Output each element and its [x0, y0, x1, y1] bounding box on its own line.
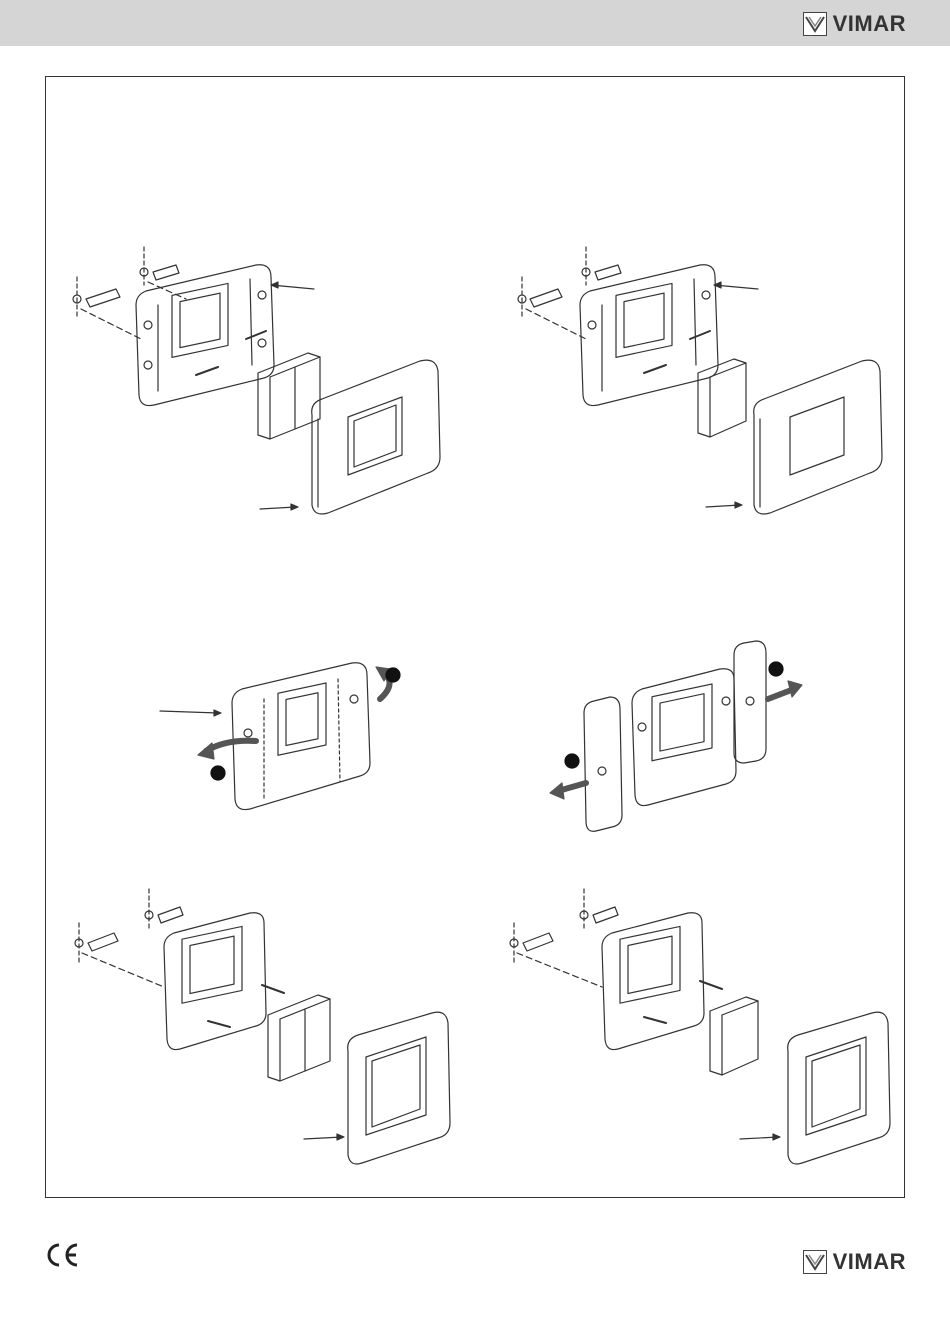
pull-arrow-icon — [550, 681, 802, 799]
instruction-frame — [45, 76, 905, 1198]
callout-arrow-icon — [706, 282, 758, 508]
vimar-v-logo-icon — [803, 1250, 827, 1274]
callout-dot — [211, 766, 225, 780]
cover-plate-icon — [788, 1012, 890, 1164]
brand-name: VIMAR — [833, 1251, 906, 1273]
step-break-off-side-wings — [160, 663, 400, 810]
mounting-frame-icon — [232, 663, 370, 810]
side-wing-right-icon — [734, 641, 766, 763]
mounting-frame-icon — [164, 913, 266, 1050]
callout-arrow-icon — [260, 282, 314, 510]
switch-module-icon — [698, 359, 746, 437]
switch-module-icon — [258, 353, 320, 439]
switch-module-icon — [268, 995, 330, 1081]
brand-name: VIMAR — [833, 13, 906, 35]
side-wing-left-icon — [584, 697, 622, 831]
installation-illustrations — [46, 77, 906, 1199]
step-assembly-2-module-switch — [73, 247, 440, 514]
callout-arrow-icon — [304, 1134, 344, 1140]
callout-arrow-icon — [160, 710, 221, 716]
mounting-frame-icon — [602, 913, 704, 1050]
wall-anchor-icon — [510, 889, 618, 987]
switch-module-icon — [710, 997, 758, 1075]
step-compact-assembly-1-module-switch — [510, 889, 890, 1164]
cover-plate-icon — [348, 1012, 450, 1164]
vimar-v-logo-icon — [803, 12, 827, 36]
step-side-wings-removed — [550, 641, 802, 831]
callout-arrow-icon — [740, 1134, 780, 1140]
cover-plate-icon — [754, 360, 882, 514]
brand-logo-header: VIMAR — [803, 12, 906, 36]
callout-dot — [565, 754, 579, 768]
wall-anchor-icon — [518, 247, 621, 339]
step-compact-assembly-2-module-switch — [75, 889, 450, 1164]
ce-mark-icon — [44, 1242, 80, 1268]
callout-dot — [386, 668, 400, 682]
mounting-frame-icon — [632, 669, 736, 806]
wall-anchor-icon — [73, 247, 186, 339]
rotate-arrow-icon — [198, 667, 390, 759]
step-assembly-1-module-switch — [518, 247, 882, 514]
brand-logo-footer: VIMAR — [803, 1250, 906, 1274]
callout-dot — [769, 662, 783, 676]
cover-plate-icon — [312, 360, 440, 514]
